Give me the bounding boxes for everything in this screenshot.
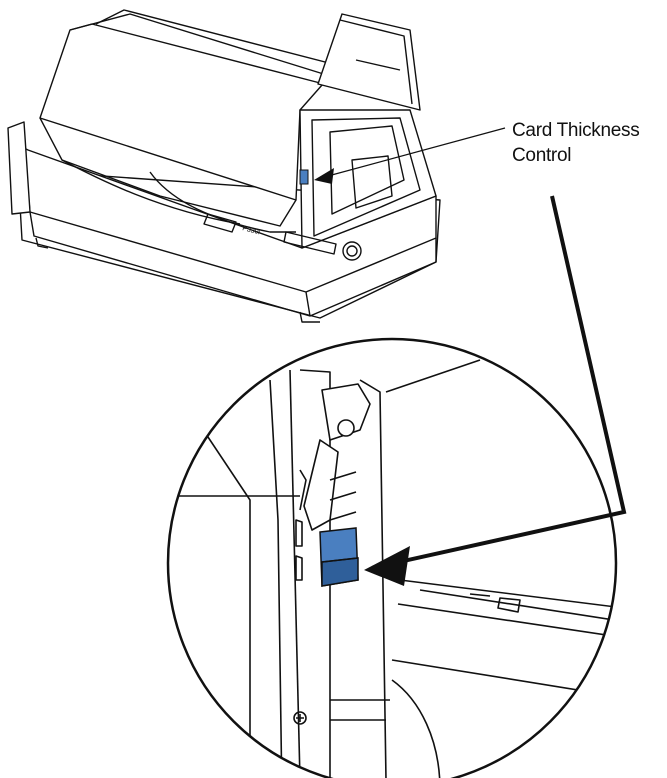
magnifier-circle	[166, 337, 618, 778]
callout-pointer-line	[371, 195, 627, 570]
callout-label-line1: Card Thickness	[512, 120, 640, 141]
callout-arrowhead-large	[364, 546, 410, 586]
thickness-lever-large	[319, 527, 359, 587]
callout-arrowhead-small	[314, 168, 334, 184]
printer-body	[7, 9, 441, 323]
thickness-lever-small	[299, 169, 309, 185]
callout-label: Card Thickness Control	[512, 118, 640, 168]
callout-leader-line	[327, 127, 506, 177]
printer-model-label: P330i	[242, 225, 261, 236]
callout-label-line2: Control	[512, 145, 572, 166]
